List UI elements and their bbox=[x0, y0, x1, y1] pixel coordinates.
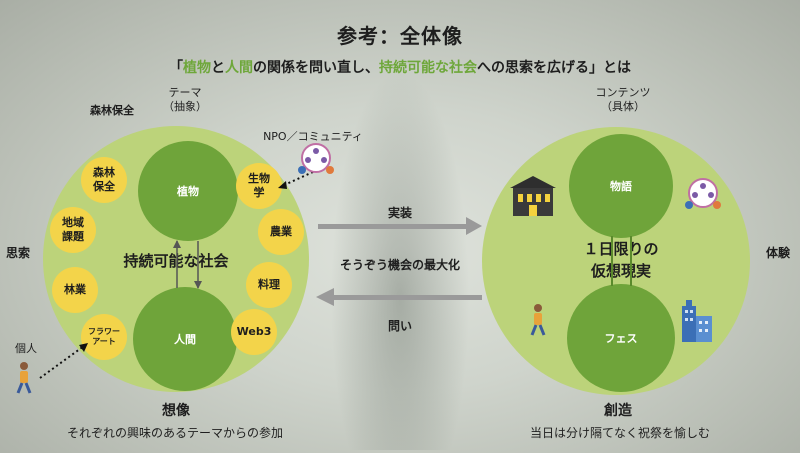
festival-circle: フェス bbox=[567, 284, 675, 392]
individual-dotted-arrow bbox=[39, 345, 85, 379]
theme-forest-conservation: 森林 保全 bbox=[81, 157, 127, 203]
theme-web3: Web3 bbox=[231, 309, 277, 355]
imagination-title: 想像 bbox=[162, 403, 190, 419]
sustainable-society-text: 持続可能な社会 bbox=[123, 252, 229, 270]
subtitle-sustainable: 持続可能な社会 bbox=[379, 60, 477, 76]
maximize-opportunity-text: そうぞう機会の最大化 bbox=[339, 258, 460, 272]
thinking-label: 思索 bbox=[5, 246, 30, 260]
individual-label: 個人 bbox=[15, 342, 37, 355]
subtitle-open: 「 bbox=[169, 60, 183, 76]
story-circle: 物語 bbox=[569, 134, 673, 238]
city-icon bbox=[682, 300, 712, 342]
theme-flower-art: フラワー アート bbox=[81, 314, 127, 360]
theme-agriculture: 農業 bbox=[258, 209, 304, 255]
subtitle-human: 人間 bbox=[225, 60, 253, 76]
experience-label: 体験 bbox=[765, 246, 790, 260]
theme-regional-issues: 地域 課題 bbox=[50, 207, 96, 253]
page-subtitle: 「植物と人間の関係を問い直し、持続可能な社会への思索を広げる」とは bbox=[0, 57, 800, 77]
subtitle-plant: 植物 bbox=[183, 60, 211, 76]
walking-person-icon-right bbox=[530, 304, 546, 336]
walking-person-icon bbox=[16, 362, 32, 394]
plant-circle: 植物 bbox=[138, 141, 238, 241]
question-label: 問い bbox=[387, 319, 412, 333]
subtitle-and: と bbox=[211, 60, 225, 76]
theme-biology: 生物 学 bbox=[236, 163, 282, 209]
arrow-down-head bbox=[194, 281, 202, 289]
community-icon-right bbox=[685, 178, 721, 209]
community-icon bbox=[298, 143, 334, 174]
human-circle: 人間 bbox=[133, 287, 237, 391]
question-arrow-head bbox=[316, 288, 334, 306]
theme-cooking: 料理 bbox=[246, 262, 292, 308]
theme-label: テーマ （抽象） bbox=[163, 86, 207, 113]
npo-community-label: NPO／コミュニティ bbox=[263, 130, 363, 143]
imagination-text: それぞれの興味のあるテーマからの参加 bbox=[66, 426, 283, 440]
implementation-arrow-head bbox=[466, 217, 482, 235]
background-plant bbox=[330, 70, 470, 450]
individual-dotted-arrow-head bbox=[79, 343, 88, 352]
implementation-arrow-body bbox=[318, 224, 468, 229]
question-arrow-body bbox=[332, 295, 482, 300]
arrow-up-head bbox=[173, 240, 181, 248]
theme-forestry: 林業 bbox=[52, 267, 98, 313]
subtitle-relation: の関係を問い直し、 bbox=[253, 60, 379, 76]
page-title: 参考：全体像 bbox=[337, 24, 463, 48]
building-icon bbox=[510, 176, 556, 216]
subtitle-end: への思索を広げる」とは bbox=[477, 60, 631, 76]
contents-label: コンテンツ （具体） bbox=[595, 86, 651, 113]
creation-title: 創造 bbox=[604, 403, 632, 419]
npo-dotted-arrow-head bbox=[278, 181, 287, 189]
implementation-label: 実装 bbox=[387, 206, 412, 220]
npo-dotted-arrow bbox=[281, 171, 314, 187]
forest-conservation-label: 森林保全 bbox=[90, 104, 134, 117]
virtual-reality-text: １日限りの 仮想現実 bbox=[583, 240, 659, 280]
creation-text: 当日は分け隔てなく祝祭を愉しむ bbox=[529, 426, 710, 440]
